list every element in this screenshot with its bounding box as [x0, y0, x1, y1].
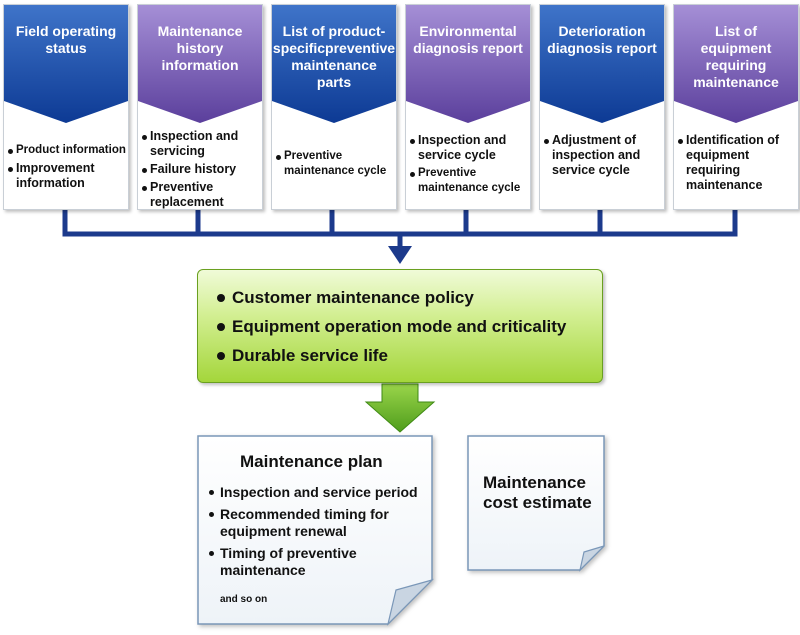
card-item: Preventive maintenance cycle [274, 149, 394, 179]
card-title: Field operating status [15, 23, 117, 56]
policy-list: Customer maintenance policy Equipment op… [216, 288, 566, 375]
policy-item: Equipment operation mode and criticality [216, 317, 566, 337]
maintenance-cost-note [467, 435, 605, 572]
card-header-shape [4, 5, 128, 123]
card-header-shape [272, 5, 396, 123]
source-card: List of product-specificpreventive maint… [271, 4, 397, 210]
card-header-shape [540, 5, 664, 123]
card-item: Inspection and service cycle [408, 133, 528, 163]
policy-item: Customer maintenance policy [216, 288, 566, 308]
maintenance-plan-list: Inspection and service period Recommende… [208, 484, 423, 584]
plan-item: Timing of preventive maintenance [208, 545, 423, 579]
card-item: Failure history [140, 162, 260, 177]
card-title: Environmental diagnosis report [413, 23, 523, 56]
policy-item: Durable service life [216, 346, 566, 366]
card-header: List of equipment requiring maintenance [674, 5, 798, 123]
plan-item: Inspection and service period [208, 484, 423, 501]
card-item: Identification of equipment requiring ma… [676, 133, 796, 193]
down-arrow-blue [388, 246, 412, 264]
maintenance-cost-title: Maintenance cost estimate [483, 473, 592, 512]
card-header: List of product-specificpreventive maint… [272, 5, 396, 123]
card-header-shape [138, 5, 262, 123]
card-title: List of product-specificpreventive maint… [272, 23, 396, 90]
card-item: Preventive maintenance cycle [408, 166, 528, 196]
card-header: Environmental diagnosis report [406, 5, 530, 123]
card-item: Product information [6, 143, 126, 158]
card-item: Preventive replacement [140, 180, 260, 210]
plan-footer-note: and so on [220, 594, 268, 605]
card-item: Adjustment of inspection and service cyc… [542, 133, 662, 178]
card-header-shape [406, 5, 530, 123]
card-item: Inspection and servicing [140, 129, 260, 159]
card-item: Improvement information [6, 161, 126, 191]
card-item-list: Adjustment of inspection and service cyc… [542, 133, 662, 181]
connector-lines [62, 205, 738, 251]
policy-box: Customer maintenance policy Equipment op… [197, 269, 603, 383]
card-title: Deterioration diagnosis report [547, 23, 657, 56]
card-header: Maintenance history information [138, 5, 262, 123]
card-header: Field operating status [4, 5, 128, 123]
card-title: Maintenance history information [157, 23, 243, 73]
card-item-list: Preventive maintenance cycle [274, 149, 394, 182]
maintenance-plan-title: Maintenance plan [240, 452, 383, 471]
card-header: Deterioration diagnosis report [540, 5, 664, 123]
card-item-list: Identification of equipment requiring ma… [676, 133, 796, 196]
card-header-shape [674, 5, 798, 123]
maintenance-plan-note [197, 435, 435, 626]
card-title: List of equipment requiring maintenance [693, 23, 779, 90]
down-arrow-green [364, 383, 436, 433]
plan-item: Recommended timing for equipment renewal [208, 506, 423, 540]
